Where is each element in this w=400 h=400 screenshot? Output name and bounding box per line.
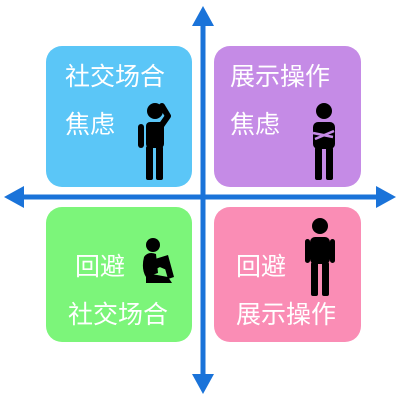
quadrant-title: 回避 (75, 252, 126, 281)
quadrant-subtitle: 焦虑 (65, 110, 116, 139)
person-standing-icon (305, 218, 335, 296)
person-arms-crossed-icon (312, 103, 335, 180)
vertical-axis (192, 6, 214, 394)
quadrant-avoid-performance: 回避 展示操作 (214, 207, 361, 342)
quadrant-social-anxiety: 社交场合 焦虑 (46, 46, 192, 187)
left-arrow-icon (4, 186, 24, 208)
up-arrow-icon (192, 6, 214, 26)
person-scratching-head-icon (138, 103, 171, 180)
quadrant-performance-anxiety: 展示操作 焦虑 (214, 46, 361, 187)
quadrant-subtitle: 焦虑 (230, 110, 281, 139)
quadrant-title: 社交场合 (65, 62, 166, 91)
right-arrow-icon (376, 186, 396, 208)
quadrant-title: 展示操作 (230, 62, 331, 91)
quadrant-subtitle: 社交场合 (68, 300, 169, 329)
horizontal-axis (4, 186, 396, 208)
person-sitting-hugging-knees-icon (142, 238, 174, 283)
quadrant-avoid-social: 回避 社交场合 (46, 207, 192, 342)
quadrant-subtitle: 展示操作 (236, 300, 337, 329)
down-arrow-icon (192, 374, 214, 394)
quadrant-title: 回避 (236, 252, 287, 281)
